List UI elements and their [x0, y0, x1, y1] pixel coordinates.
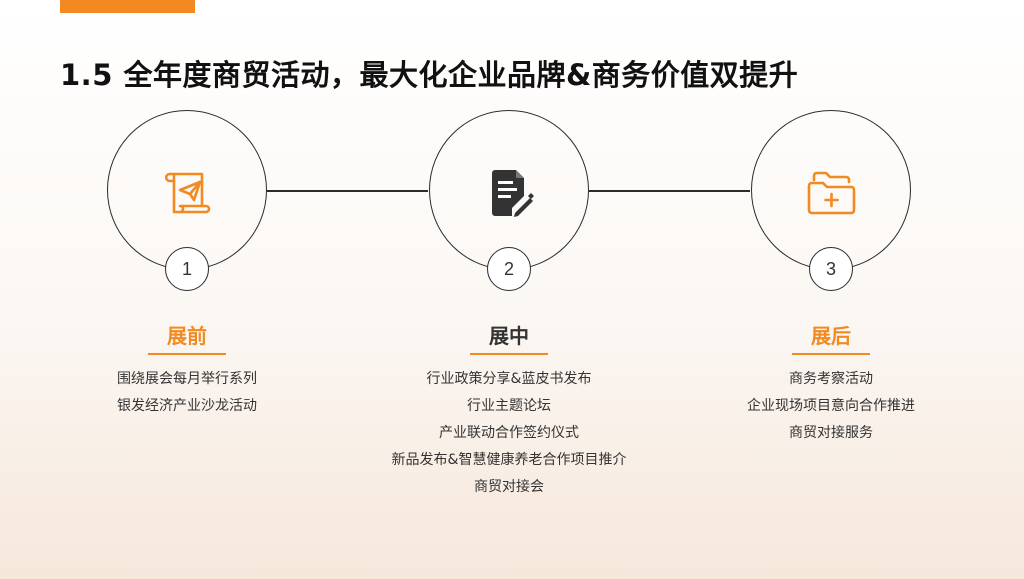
connector-line-1-2: [267, 190, 428, 192]
phase-3-title: 展后: [811, 324, 851, 348]
folder-add-icon: [807, 171, 856, 215]
paper-plane-scroll-icon: [164, 172, 211, 214]
list-item: 行业政策分享&蓝皮书发布: [426, 371, 592, 387]
phase-3-items: 商务考察活动 企业现场项目意向合作推进 商贸对接服务: [681, 366, 981, 447]
document-edit-icon: [492, 170, 534, 217]
page-title: 1.5 全年度商贸活动，最大化企业品牌&商务价值双提升: [60, 58, 799, 92]
phase-2-underline: [470, 353, 548, 355]
list-item: 商务考察活动: [789, 371, 873, 387]
phase-1-title: 展前: [167, 324, 207, 348]
phase-1-items: 围绕展会每月举行系列 银发经济产业沙龙活动: [37, 366, 337, 420]
phase-3-number: 3: [809, 247, 853, 291]
phase-1-number: 1: [165, 247, 209, 291]
list-item: 商贸对接服务: [789, 425, 873, 441]
connector-line-2-3: [589, 190, 750, 192]
list-item: 商贸对接会: [474, 479, 544, 495]
phase-2-items: 行业政策分享&蓝皮书发布 行业主题论坛 产业联动合作签约仪式 新品发布&智慧健康…: [359, 366, 659, 501]
phase-3-underline: [792, 353, 870, 355]
phase-1-underline: [148, 353, 226, 355]
list-item: 企业现场项目意向合作推进: [747, 398, 915, 414]
list-item: 围绕展会每月举行系列: [117, 371, 257, 387]
list-item: 行业主题论坛: [467, 398, 551, 414]
phase-2-title: 展中: [489, 324, 529, 348]
top-accent-bar: [60, 0, 195, 13]
list-item: 新品发布&智慧健康养老合作项目推介: [391, 452, 627, 468]
list-item: 产业联动合作签约仪式: [439, 425, 579, 441]
phase-2-number: 2: [487, 247, 531, 291]
list-item: 银发经济产业沙龙活动: [117, 398, 257, 414]
